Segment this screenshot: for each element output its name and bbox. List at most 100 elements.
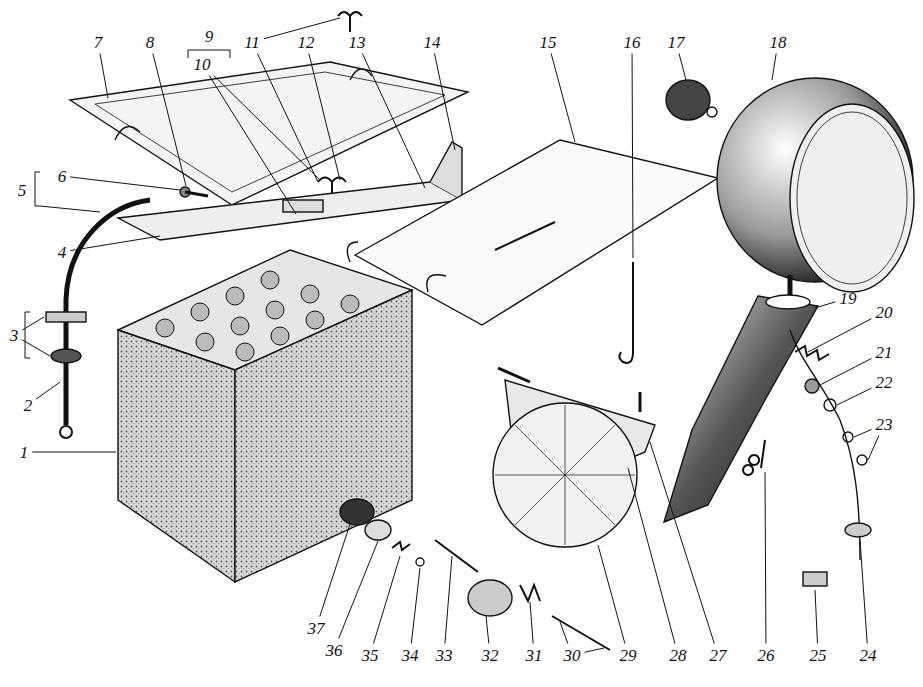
spring [392, 542, 410, 550]
washer [707, 107, 717, 117]
cable-eye [60, 426, 72, 438]
leader-line [837, 388, 872, 405]
callout-number: 5 [17, 182, 28, 199]
washer [843, 432, 853, 442]
leader-line [585, 648, 605, 652]
leader-line [632, 54, 634, 259]
callout-number: 18 [769, 34, 788, 51]
grommet [845, 523, 871, 537]
horn-ribs [495, 405, 635, 545]
callout-number: 33 [435, 647, 454, 664]
callout-number: 24 [859, 647, 878, 664]
screw [552, 616, 610, 650]
disc [468, 580, 512, 616]
callout-number: 10 [193, 56, 212, 73]
callout-number: 19 [839, 290, 858, 307]
leader-line [339, 541, 378, 639]
leader-line [36, 382, 60, 399]
callout-number: 16 [623, 34, 642, 51]
horn-plate [365, 520, 391, 540]
leader-line [214, 76, 320, 181]
leader-line [530, 602, 533, 644]
leader-line [860, 540, 867, 644]
lamp-bracket [664, 296, 818, 522]
callout-number: 32 [481, 647, 500, 664]
leader-line [820, 358, 872, 385]
leader-line [772, 54, 776, 81]
grommet-plate [46, 312, 86, 322]
callout-number: 15 [539, 34, 558, 51]
callout-number: 26 [757, 647, 776, 664]
callout-number: 20 [875, 304, 894, 321]
washer [824, 399, 836, 411]
leader-line [320, 524, 350, 617]
leader-line [100, 54, 108, 99]
callout-number: 7 [93, 34, 104, 51]
callout-number: 25 [809, 647, 828, 664]
group-bracket [35, 172, 100, 212]
leader-line [815, 302, 836, 308]
lid-rib [95, 72, 445, 192]
leader-line [868, 436, 879, 461]
washer [857, 455, 867, 465]
spring [795, 346, 829, 360]
callout-number: 27 [709, 647, 728, 664]
grommet-nut [51, 349, 81, 363]
callout-number: 23 [875, 416, 894, 433]
battery-lid [70, 62, 468, 205]
bolt [743, 440, 765, 475]
leader-line [153, 54, 186, 187]
leader-line [551, 54, 575, 143]
leader-line [765, 472, 767, 644]
callout-number: 8 [145, 34, 156, 51]
callout-number: 14 [423, 34, 442, 51]
leader-line [445, 556, 452, 644]
callout-number: 35 [361, 647, 380, 664]
tray-clamp [283, 200, 323, 212]
leader-line [257, 54, 318, 183]
leader-line [628, 468, 675, 644]
battery-side [118, 330, 235, 582]
leader-line [362, 54, 425, 189]
leader-line [209, 76, 296, 215]
bolt [498, 368, 530, 382]
leader-line [70, 236, 160, 251]
callout-number: 3 [9, 327, 20, 344]
battery-cover [355, 140, 718, 325]
callout-number: 12 [297, 34, 316, 51]
callout-number: 13 [348, 34, 367, 51]
callout-number: 22 [875, 374, 894, 391]
callout-number: 37 [307, 620, 326, 637]
leader-line [411, 568, 420, 644]
leader-line [373, 556, 400, 644]
callout-number: 34 [401, 647, 420, 664]
callout-number: 36 [325, 642, 344, 659]
wing-nut [338, 12, 362, 32]
callout-number: 21 [875, 344, 894, 361]
group-bracket [25, 312, 30, 358]
leader-line [22, 317, 44, 330]
tray-bracket [430, 142, 462, 200]
headlight-rim [797, 112, 907, 284]
coil [520, 585, 540, 601]
leader-line [32, 452, 116, 453]
washer [416, 558, 424, 566]
leader-line [598, 545, 625, 644]
leader-line [808, 319, 872, 352]
leader-line [854, 429, 872, 437]
callout-number: 29 [619, 647, 638, 664]
callout-number: 4 [57, 244, 68, 261]
hook [619, 262, 633, 363]
leader-line [560, 622, 568, 644]
leader-line [815, 590, 817, 644]
callout-number: 1 [19, 444, 30, 461]
callout-number: 17 [667, 34, 686, 51]
callout-number: 30 [563, 647, 582, 664]
leader-line [434, 54, 455, 151]
horn-bowl [493, 403, 637, 547]
bolt [185, 192, 208, 196]
lamp-cap [666, 80, 710, 120]
